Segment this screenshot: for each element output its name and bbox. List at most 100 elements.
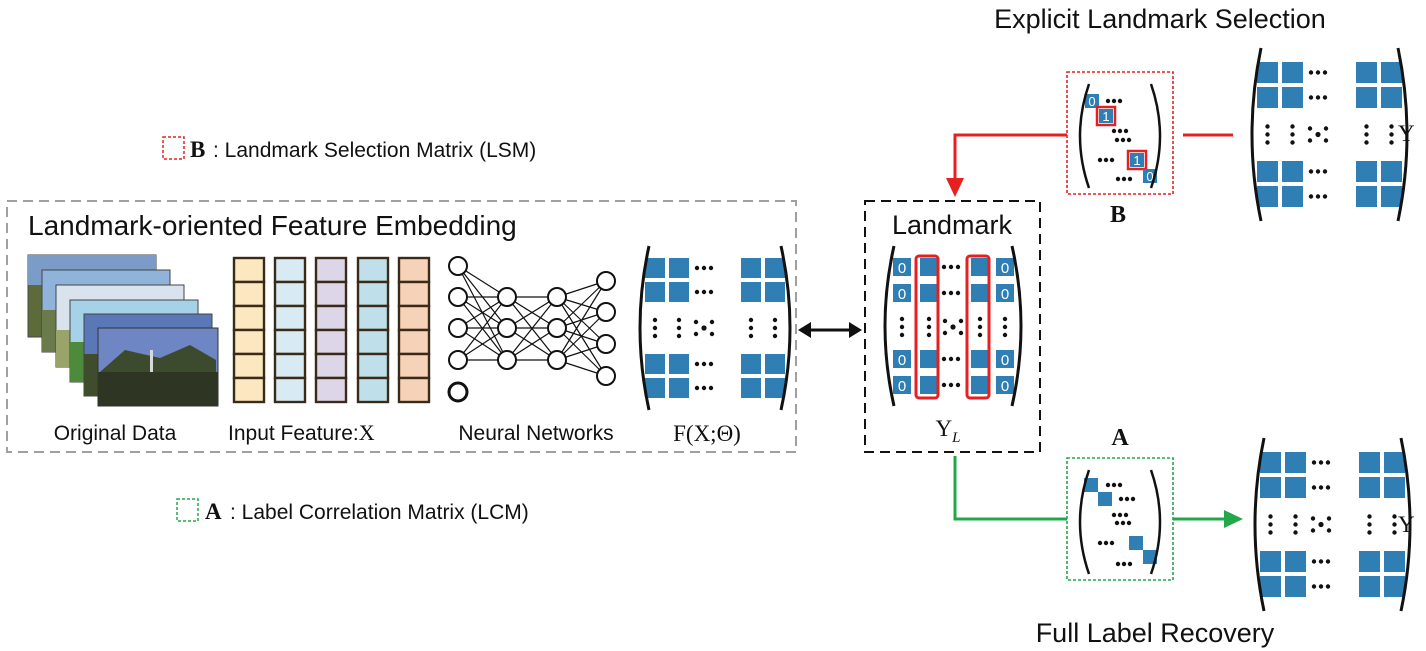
lcm-matrix <box>1078 469 1162 575</box>
nn-hidden-node <box>547 318 567 338</box>
landmark-cell <box>996 284 1014 302</box>
y-bottom-cell <box>1359 452 1380 473</box>
zero-entry: 0 <box>1001 286 1009 303</box>
nn-hidden-node <box>497 318 517 338</box>
y-top-cell <box>1257 186 1278 207</box>
zero-entry: 0 <box>1001 378 1009 395</box>
y-bottom-cell <box>1260 477 1281 498</box>
feature-cell <box>232 280 266 308</box>
nn-output-node <box>596 271 616 291</box>
feature-cell <box>356 304 390 332</box>
legend-lsm-text: : Landmark Selection Matrix (LSM) <box>213 139 536 162</box>
fx-matrix-cell <box>765 378 785 398</box>
lcm-diagonal-cell <box>1129 536 1143 550</box>
lcm-label: A <box>1111 425 1129 451</box>
y-top-cell <box>1356 161 1377 182</box>
fx-matrix-cell <box>669 282 689 302</box>
lcm-frame <box>1066 457 1174 581</box>
right-bracket <box>1010 245 1023 407</box>
nn-output-node <box>596 302 616 322</box>
full-label-matrix-bottom <box>1253 437 1412 612</box>
feature-cell <box>314 376 348 404</box>
landmark-cell <box>996 258 1014 276</box>
nn-input-node <box>448 256 468 276</box>
nn-output-node <box>596 334 616 354</box>
legend-lsm-swatch <box>162 136 185 160</box>
legend-lcm-swatch <box>176 498 199 522</box>
feature-cell <box>273 256 307 284</box>
fx-matrix-cell <box>645 282 665 302</box>
y-top-cell <box>1282 161 1303 182</box>
lsm-one-cell <box>1099 109 1113 123</box>
neural-networks-caption: Neural Networks <box>458 422 613 445</box>
nn-input-node <box>448 350 468 370</box>
feature-cell <box>356 352 390 380</box>
y-bottom-cell <box>1384 452 1405 473</box>
nn-bias-node <box>447 381 469 403</box>
y-top-cell <box>1356 87 1377 108</box>
y-bottom-cell <box>1359 477 1380 498</box>
y-top-cell <box>1381 186 1402 207</box>
feature-cell <box>397 328 431 356</box>
y-top-cell <box>1356 62 1377 83</box>
feature-cell <box>356 328 390 356</box>
legend-lsm: B : Landmark Selection Matrix (LSM) <box>162 136 536 162</box>
y-bottom-cell <box>1384 551 1405 572</box>
feature-cell <box>314 304 348 332</box>
landmark-cell <box>996 376 1014 394</box>
feature-cell <box>356 376 390 404</box>
nn-output-node <box>596 366 616 386</box>
input-feature-columns <box>232 256 431 404</box>
feature-cell <box>273 352 307 380</box>
landmark-title: Landmark <box>892 210 1013 240</box>
nn-hidden-node <box>497 350 517 370</box>
fx-matrix-cell <box>645 258 665 278</box>
embedding-frame <box>6 200 797 453</box>
feature-cell <box>273 280 307 308</box>
zero-entry: 0 <box>898 286 906 303</box>
feature-cell <box>314 352 348 380</box>
lsm-selected-highlight <box>1095 105 1117 127</box>
y-top-cell <box>1257 161 1278 182</box>
y-bottom-cell <box>1359 551 1380 572</box>
fx-matrix-cell <box>669 354 689 374</box>
y-bottom-cell <box>1260 551 1281 572</box>
lcm-connector <box>953 456 1243 528</box>
fx-matrix-cell <box>741 282 761 302</box>
y-bottom-cell <box>1285 576 1306 597</box>
explicit-landmark-selection-title: Explicit Landmark Selection <box>994 4 1326 34</box>
fx-matrix-cell <box>741 258 761 278</box>
fx-matrix-cell <box>765 282 785 302</box>
y-top-cell <box>1381 87 1402 108</box>
feature-cell <box>397 376 431 404</box>
y-top-cell <box>1282 87 1303 108</box>
feature-cell <box>397 352 431 380</box>
nn-input-node <box>448 287 468 307</box>
landmark-cell <box>920 284 938 302</box>
red-arrowhead-icon <box>946 178 964 197</box>
fx-matrix-cell <box>669 378 689 398</box>
left-bracket <box>1078 83 1091 189</box>
feature-cell <box>397 280 431 308</box>
y-bottom-cell <box>1285 477 1306 498</box>
left-bracket <box>883 245 896 407</box>
feature-cell <box>232 256 266 284</box>
feature-cell <box>232 304 266 332</box>
landmark-cell <box>893 350 911 368</box>
landmark-cell <box>893 376 911 394</box>
legend-lcm: A : Label Correlation Matrix (LCM) <box>176 498 529 524</box>
y-top-cell <box>1381 161 1402 182</box>
landmark-cell <box>920 350 938 368</box>
fx-matrix-cell <box>669 258 689 278</box>
landmark-cell <box>996 350 1014 368</box>
input-feature-caption: Input Feature:X <box>228 420 375 445</box>
lsm-zero-cell-value: 0 <box>1146 169 1153 184</box>
left-bracket <box>1250 47 1263 222</box>
fx-matrix-cell <box>741 354 761 374</box>
green-arrowhead-icon <box>1224 510 1243 528</box>
lsm-one-cell <box>1130 153 1144 167</box>
front-landscape-image <box>97 327 219 407</box>
landmark-cell <box>920 376 938 394</box>
right-bracket <box>779 245 792 411</box>
lsm-one-cell-value: 1 <box>1133 153 1140 168</box>
